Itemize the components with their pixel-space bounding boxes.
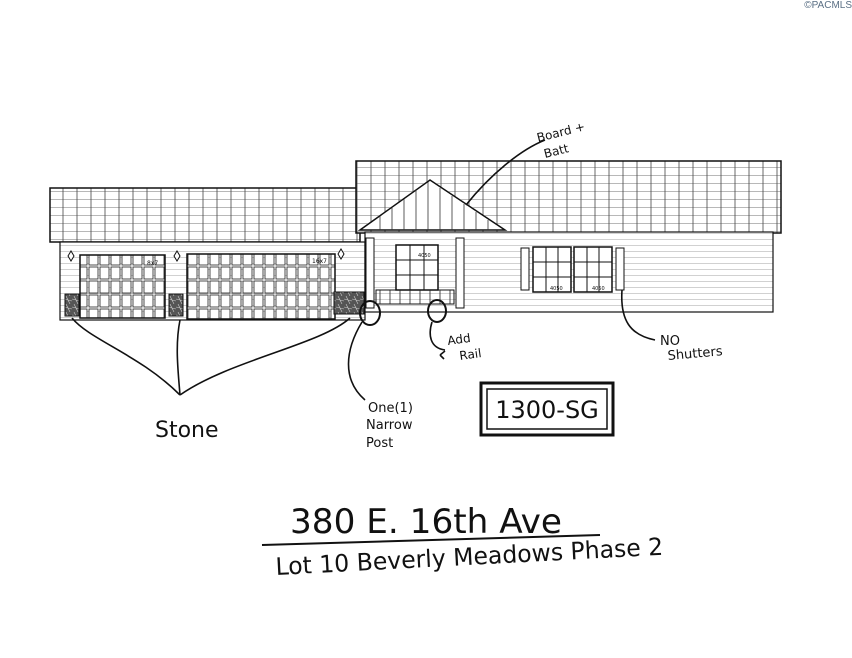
wall-lights [67,248,345,262]
board-and-batt-siding [379,182,489,230]
front-window-left [532,246,572,293]
porch-posts [365,237,375,309]
garage-right-size: 16x7 [312,258,327,265]
stone-base-1 [64,293,80,317]
post-circle [359,300,381,326]
plan-code: 1300-SG [495,396,599,424]
entry-gable [357,179,508,231]
annotation-board-batt-2: Batt [542,141,570,161]
front-window-right [573,246,613,293]
rail-circle [427,299,447,323]
porch-rail [375,289,455,305]
shutter-left [520,247,530,291]
annotation-add-rail-2: Rail [458,346,482,363]
annotation-no-shutters-2: Shutters [667,344,723,364]
annotation-post-2: Narrow [366,418,413,433]
annotation-no-shutters-1: NO [660,334,680,349]
svg-text:4050: 4050 [592,286,605,292]
annotation-board-batt-1: Board + [535,119,586,144]
annotation-add-rail-1: Add [446,331,471,348]
watermark: ©PACMLS [804,0,852,11]
garage-door-left [79,254,166,319]
shutter-right [615,247,625,291]
annotation-leaders [71,139,656,401]
annotation-post-1: One(1) [368,401,413,416]
address-underline [261,534,601,546]
annotation-post-3: Post [366,436,393,451]
svg-text:4050: 4050 [550,286,563,292]
address: 380 E. 16th Ave [290,502,562,542]
stone-base-2 [168,293,184,317]
svg-text:4050: 4050 [418,253,431,259]
entry-window [395,244,439,291]
garage-door-right [186,253,336,320]
garage-left-size: 8x7 [147,260,158,267]
annotation-stone: Stone [155,418,219,443]
garage-roof [49,187,361,243]
plan-code-box [479,381,615,437]
